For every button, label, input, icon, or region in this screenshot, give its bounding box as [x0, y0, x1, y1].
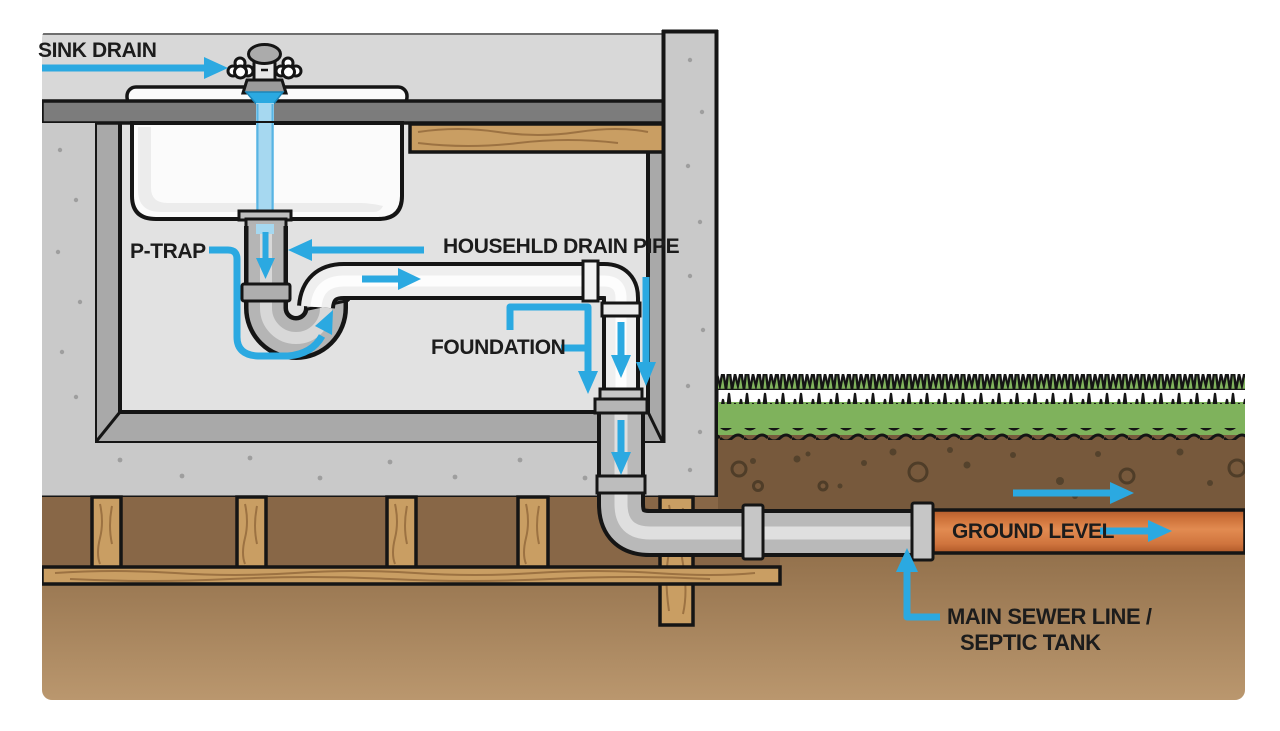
- septic-tank-label: SEPTIC TANK: [960, 630, 1101, 655]
- grass-soil-boundary: [718, 428, 1245, 440]
- main-sewer-pipe-orange: [931, 508, 1245, 555]
- outer-down-arrow: [636, 277, 656, 386]
- pipe-coupling: [595, 474, 647, 495]
- household-drain-pipe-label: HOUSEHLD DRAIN PIPE: [443, 235, 680, 258]
- main-sewer-line-label: MAIN SEWER LINE /: [947, 604, 1152, 629]
- topsoil: [718, 428, 1245, 512]
- pipe-coupling: [910, 501, 935, 562]
- ground-level-label: GROUND LEVEL: [952, 520, 1115, 543]
- sewer-right-arrow: [1100, 520, 1172, 542]
- countertop: [42, 99, 667, 125]
- sink-drain-arrow: [42, 57, 228, 79]
- pipe-down-arrow: [611, 322, 631, 378]
- drainpipe-right-arrow: [362, 268, 421, 290]
- wood-beam: [408, 122, 667, 154]
- faucet-handle-right: [274, 56, 303, 80]
- water-down-arrow: [256, 232, 275, 279]
- sewer-pipe-run: [593, 387, 1245, 562]
- wood-plank: [42, 565, 782, 586]
- sink-drain-label: SINK DRAIN: [38, 39, 157, 62]
- foundation-leader: [506, 303, 598, 394]
- wood-post: [235, 495, 268, 571]
- household-drain-pipe-white: [297, 259, 642, 393]
- soil-pebbles: [730, 447, 1245, 499]
- wood-post: [516, 495, 550, 571]
- wood-post: [385, 495, 418, 571]
- foundation-label: FOUNDATION: [431, 336, 566, 359]
- p-trap-label: P-TRAP: [130, 240, 206, 263]
- faucet-handle-left: [226, 56, 255, 80]
- wood-post: [90, 495, 123, 571]
- main-sewer-leader-arrow: [896, 548, 940, 621]
- pipe-coupling: [581, 259, 600, 303]
- p-trap-leader-arrow: [209, 246, 333, 360]
- pipe-coupling: [593, 397, 649, 415]
- pipe-coupling: [600, 301, 642, 318]
- flow-arrows: [42, 57, 1172, 621]
- soil-right-arrow: [1013, 482, 1134, 504]
- sink-basin: [130, 121, 404, 230]
- pipe-coupling: [741, 503, 765, 561]
- gray-pipe-down-arrow: [611, 420, 631, 475]
- wood-supports: [42, 495, 782, 627]
- trap-nut: [240, 282, 292, 303]
- grass-blades: [718, 374, 1245, 404]
- drainpipe-left-arrow: [288, 239, 424, 261]
- faucet-icon: [226, 43, 303, 95]
